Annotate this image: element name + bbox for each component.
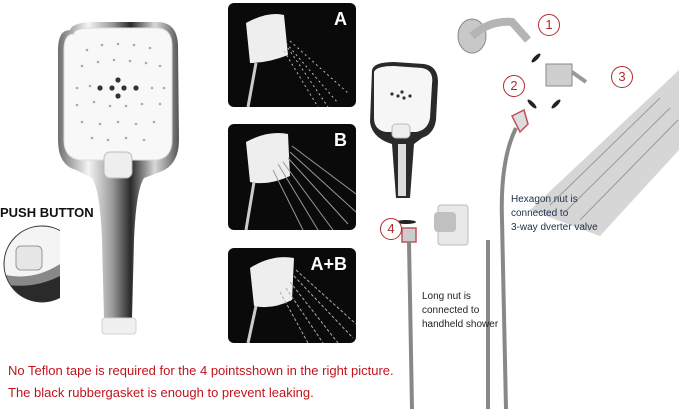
spray-mode-label: A+B — [310, 254, 347, 274]
teflon-note: No Teflon tape is required for the 4 poi… — [8, 363, 394, 378]
install-point-badge-4: 4 — [380, 218, 402, 240]
install-point-badge-2: 2 — [503, 75, 525, 97]
gasket-note: The black rubbergasket is enough to prev… — [8, 385, 314, 400]
spray-mode-label: A — [334, 9, 347, 29]
install-point-badge-3: 3 — [611, 66, 633, 88]
spray-a-image — [246, 14, 349, 107]
spray-ab-image — [246, 257, 356, 343]
spray-b-image — [244, 133, 356, 230]
callout-line: connected to — [511, 208, 569, 219]
long-nut-callout: Long nut is connected to handheld shower — [422, 290, 498, 332]
spray-mode-label: B — [334, 130, 347, 150]
handheld-shower-head-image — [58, 22, 179, 335]
small-handheld-image — [370, 62, 438, 198]
push-button-closeup-image — [3, 225, 60, 303]
callout-line: Long nut is — [422, 291, 471, 302]
callout-line: handheld shower — [422, 319, 499, 330]
push-button-label: PUSH BUTTON — [0, 205, 94, 220]
spray-mode-a-panel: A — [228, 3, 356, 107]
install-point-badge-1: 1 — [538, 14, 560, 36]
installation-diagram — [396, 17, 679, 409]
callout-line: 3-way dverter valve — [511, 222, 598, 233]
hexagon-nut-callout: Hexagon nut is connected to 3-way dverte… — [511, 193, 598, 235]
callout-line: Hexagon nut is — [511, 194, 578, 205]
spray-mode-b-panel: B — [228, 124, 356, 230]
callout-line: connected to — [422, 305, 480, 316]
spray-mode-ab-panel: A+B — [228, 248, 356, 343]
